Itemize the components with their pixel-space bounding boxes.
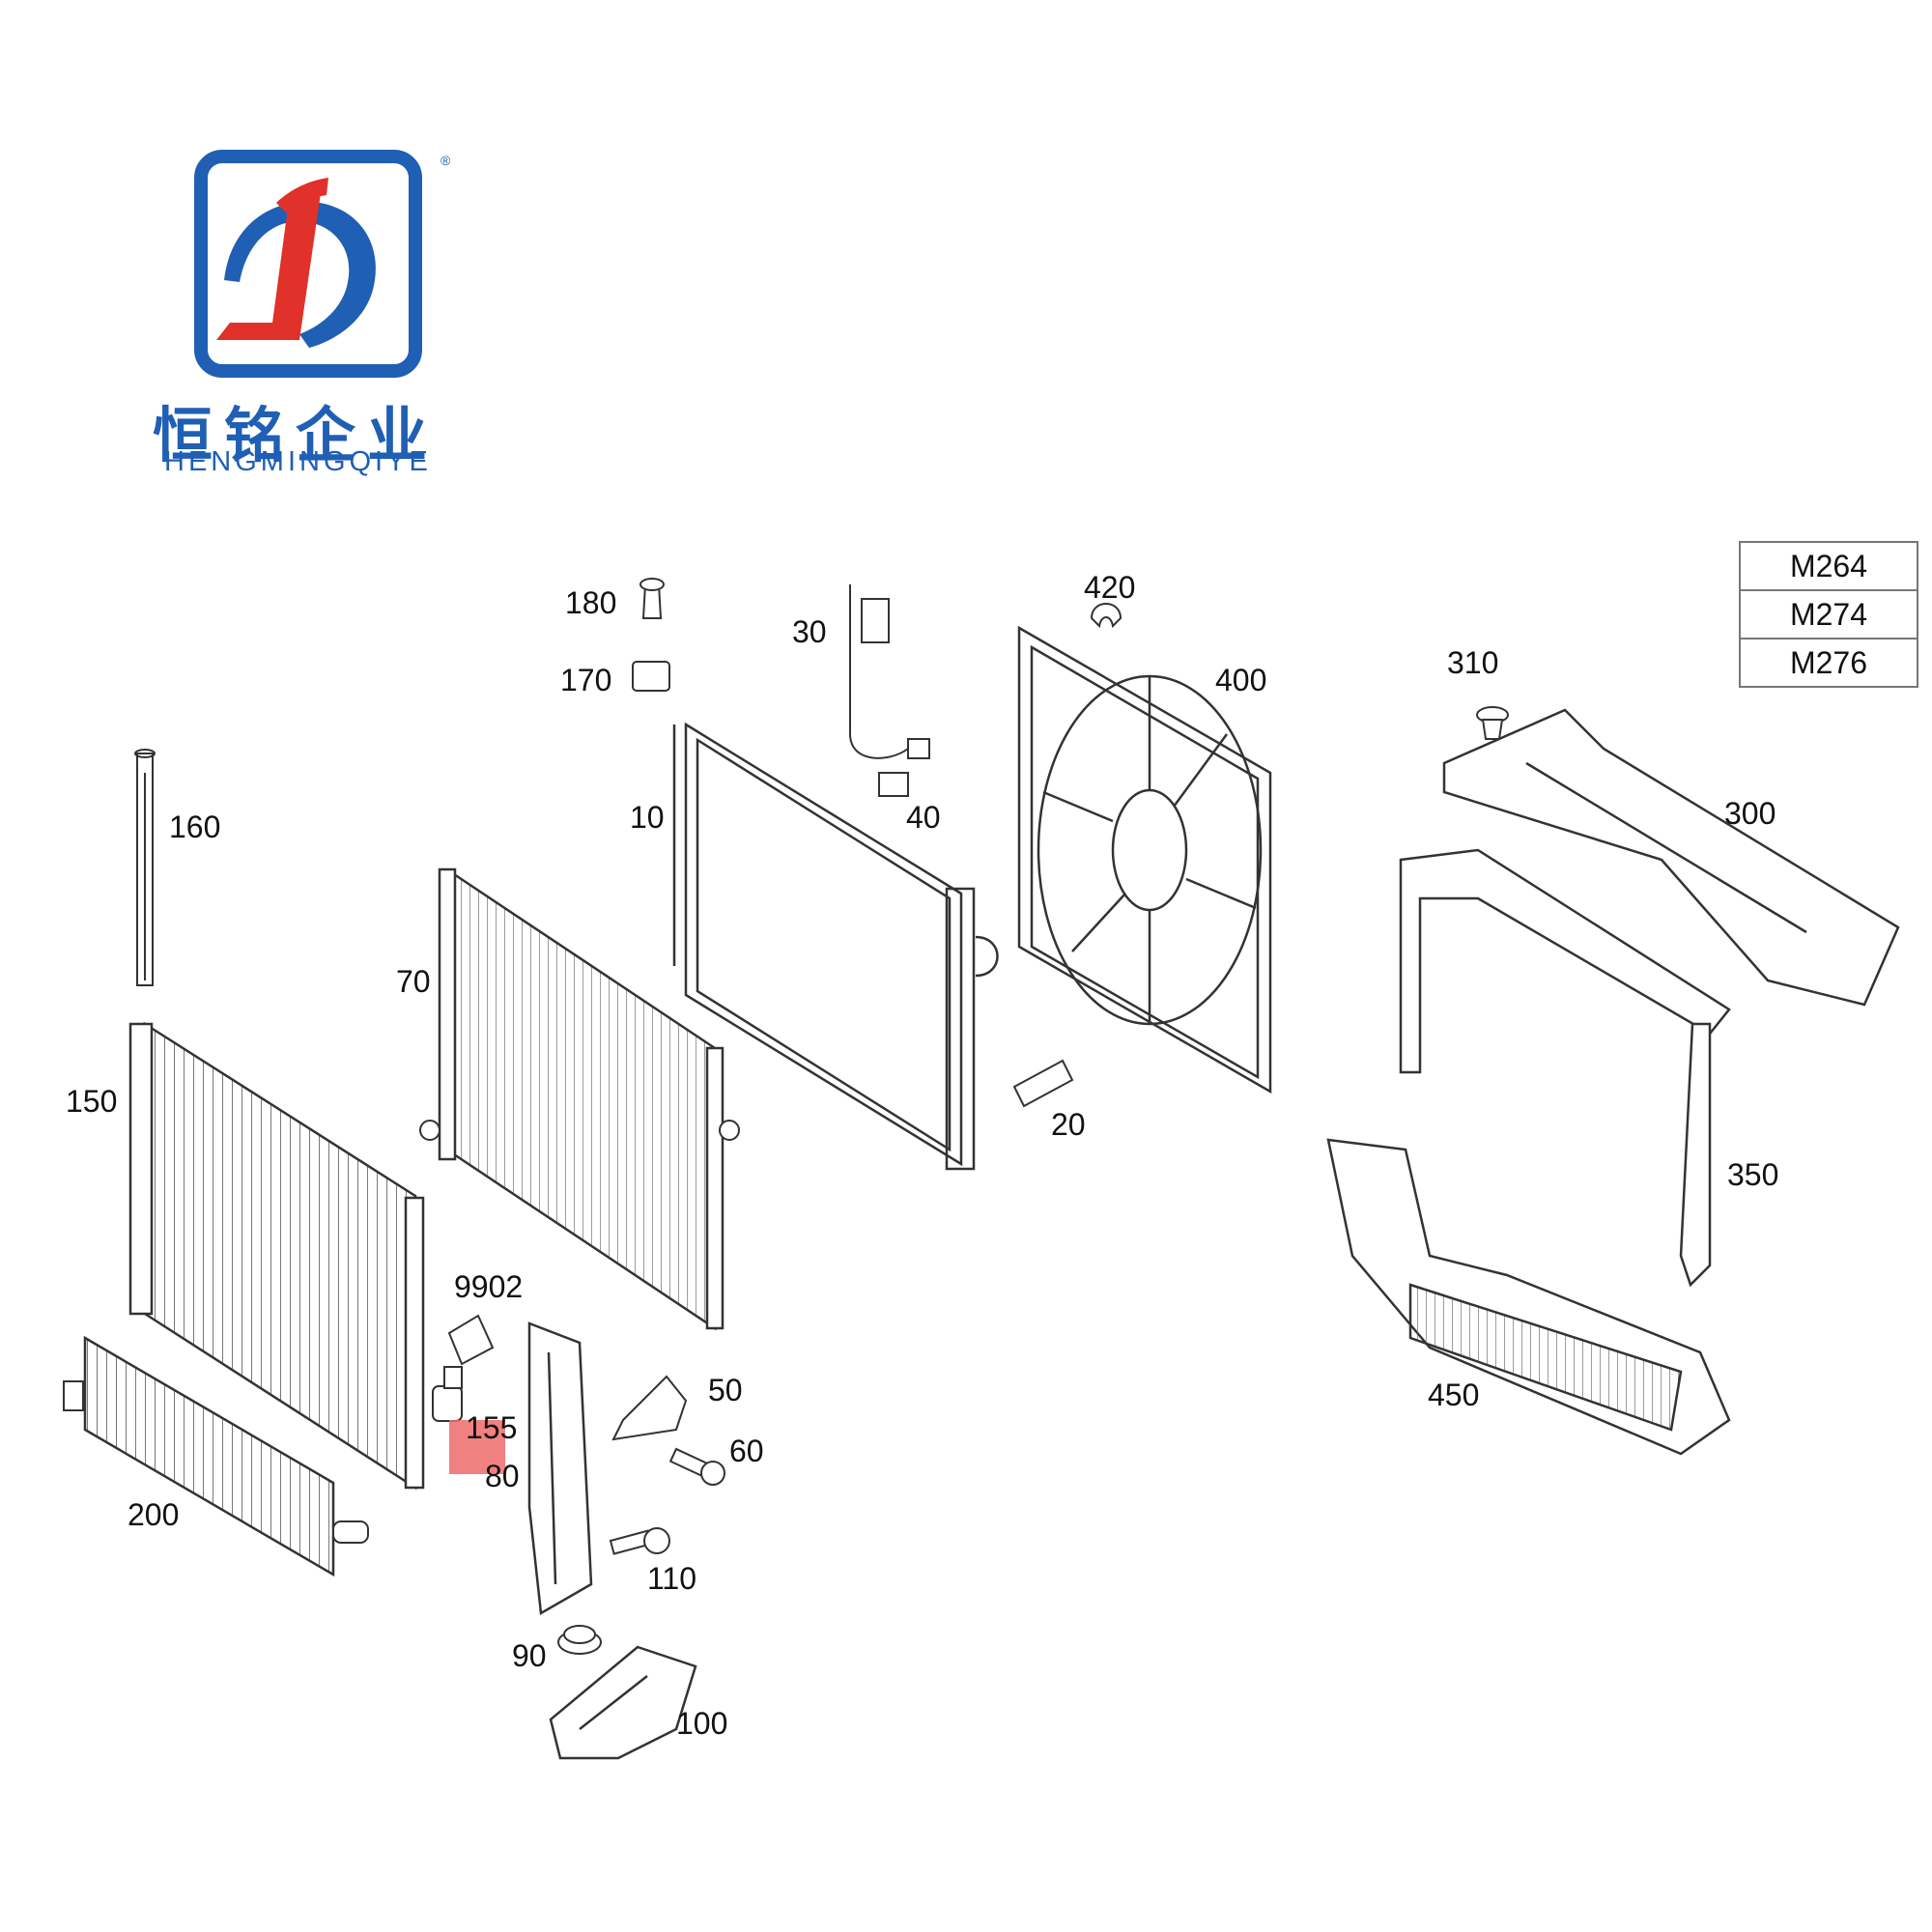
part-420-clip <box>1090 603 1122 629</box>
logo-name-cn: 恒铭企业 <box>153 400 440 470</box>
part-side-bracket <box>527 1321 593 1616</box>
callout-40: 40 <box>906 800 941 835</box>
callout-400: 400 <box>1215 663 1267 697</box>
part-350-side-support <box>1399 848 1731 1288</box>
callout-70: 70 <box>396 964 431 999</box>
engine-code-m274: M274 <box>1739 589 1918 639</box>
part-200-aux-cooler <box>63 1335 369 1577</box>
callout-9902: 9902 <box>454 1269 524 1304</box>
callout-110: 110 <box>647 1561 697 1596</box>
part-90-mount <box>557 1625 602 1655</box>
callout-50: 50 <box>708 1373 743 1407</box>
part-100-bracket <box>549 1645 697 1760</box>
part-160-rod <box>134 749 156 986</box>
part-20-hose <box>1012 1059 1074 1108</box>
part-155-sensor <box>432 1366 463 1422</box>
engine-code-m264: M264 <box>1739 541 1918 591</box>
callout-170: 170 <box>560 663 612 697</box>
callout-100: 100 <box>676 1706 728 1741</box>
callout-155: 155 <box>466 1410 518 1445</box>
part-400-fan-shroud <box>1017 625 1272 1094</box>
brand-logo <box>194 150 422 378</box>
part-50-bracket <box>611 1375 688 1441</box>
callout-450: 450 <box>1428 1378 1480 1412</box>
part-10-frame <box>672 722 999 1171</box>
callout-80: 80 <box>485 1459 520 1493</box>
callout-180: 180 <box>565 585 617 620</box>
callout-20: 20 <box>1051 1107 1086 1142</box>
callout-90: 90 <box>512 1638 547 1673</box>
part-110-bolt <box>609 1527 670 1555</box>
callout-160: 160 <box>169 810 221 844</box>
part-9902-pad <box>447 1314 495 1366</box>
callout-60: 60 <box>729 1434 764 1468</box>
engine-code-m276: M276 <box>1739 638 1918 688</box>
part-30-sensor-cable <box>849 584 930 797</box>
callout-310: 310 <box>1447 645 1499 680</box>
callout-350: 350 <box>1727 1157 1779 1192</box>
part-150-condenser <box>128 1021 425 1491</box>
callout-200: 200 <box>128 1497 180 1532</box>
engine-code-table: M264 M274 M276 <box>1739 541 1918 688</box>
part-180-170-clips <box>632 578 670 692</box>
part-310-clip <box>1476 706 1509 740</box>
highlight-marker <box>449 1420 505 1474</box>
callout-150: 150 <box>66 1084 118 1119</box>
part-70-radiator <box>419 867 740 1331</box>
part-450-air-guide <box>1326 1138 1731 1456</box>
callout-10: 10 <box>630 800 665 835</box>
callout-300: 300 <box>1724 796 1776 831</box>
callout-30: 30 <box>792 614 827 649</box>
part-60-bolt <box>668 1447 725 1486</box>
callout-420: 420 <box>1084 570 1136 605</box>
logo-name-en: HENGMINGQIYE <box>164 446 432 477</box>
part-300-cross-member <box>1442 708 1900 1007</box>
registered-mark: ® <box>440 153 451 168</box>
